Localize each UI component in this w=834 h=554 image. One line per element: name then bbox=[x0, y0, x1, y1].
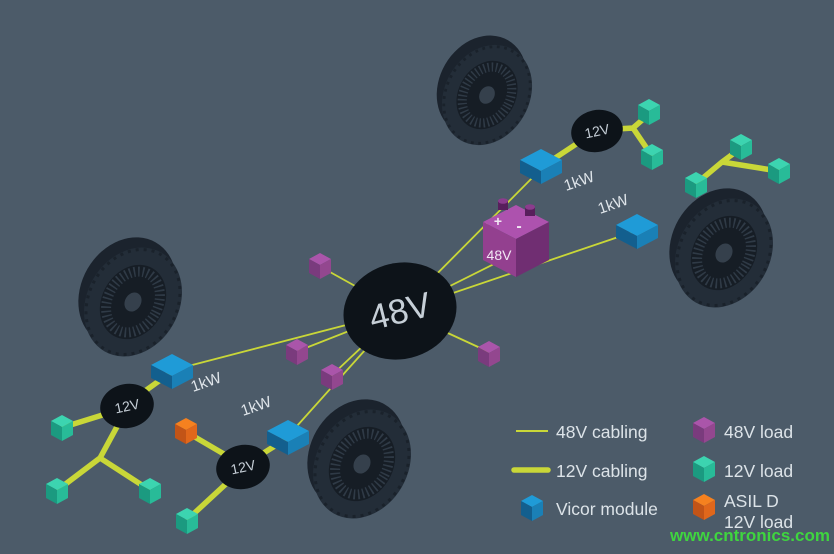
legend-12v-load-label: 12V load bbox=[724, 461, 793, 481]
battery-terminal-positive bbox=[498, 198, 508, 210]
battery-minus-sign: - bbox=[516, 218, 521, 235]
battery-plus-sign: + bbox=[494, 213, 502, 229]
hub-12v-label: 12V bbox=[229, 456, 257, 477]
legend-12v-cabling-label: 12V cabling bbox=[556, 461, 647, 481]
legend-asil-load-label-line1: ASIL D bbox=[724, 491, 779, 511]
12v-hub-bottom: 12V bbox=[216, 444, 270, 490]
legend-48v-cabling-label: 48V cabling bbox=[556, 422, 647, 442]
48v-hub: 48V bbox=[343, 262, 457, 360]
hub-12v-label: 12V bbox=[583, 120, 611, 141]
battery-terminal-negative bbox=[525, 204, 535, 216]
battery-48v: + - 48V bbox=[483, 198, 549, 277]
12v-hub-top: 12V bbox=[571, 109, 623, 153]
legend-vicor-module-label: Vicor module bbox=[556, 499, 658, 519]
legend-asil-load-label-line2: 12V load bbox=[724, 512, 793, 532]
battery-voltage-label: 48V bbox=[487, 247, 513, 263]
12v-hub-left: 12V bbox=[100, 383, 154, 429]
watermark: www.cntronics.com bbox=[669, 526, 830, 545]
legend-48v-load-label: 48V load bbox=[724, 422, 793, 442]
legend: 48V cabling 12V cabling Vicor module 48V… bbox=[511, 417, 793, 532]
hub-12v-label: 12V bbox=[113, 395, 141, 416]
